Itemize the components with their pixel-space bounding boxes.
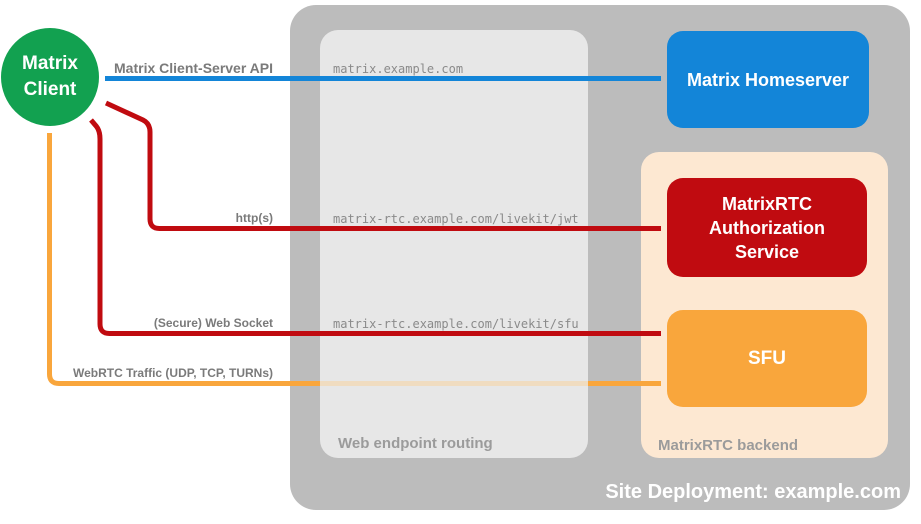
matrix-client-label-line2: Client xyxy=(23,79,77,100)
matrix-client-label-line1: Matrix xyxy=(22,53,78,74)
site-deployment-caption: Site Deployment: example.com xyxy=(605,481,901,503)
auth-label-line3: Service xyxy=(734,241,800,262)
matrix-homeserver-node: Matrix Homeserver xyxy=(667,31,869,128)
webrtc-arrow-label: WebRTC Traffic (UDP, TCP, TURNs) xyxy=(72,366,273,380)
matrix-client-node: Matrix Client xyxy=(1,28,99,126)
endpoint-livekit-jwt: matrix-rtc.example.com/livekit/jwt xyxy=(333,212,579,226)
auth-label-line1: MatrixRTC xyxy=(721,193,812,214)
web-endpoint-routing-container xyxy=(320,30,588,458)
web-endpoint-routing-caption: Web endpoint routing xyxy=(338,435,493,452)
websocket-arrow-label: (Secure) Web Socket xyxy=(153,316,273,330)
webrtc-arrow-client-segment xyxy=(47,133,320,386)
endpoint-livekit-sfu: matrix-rtc.example.com/livekit/sfu xyxy=(333,317,579,331)
client-server-api-arrow-label: Matrix Client-Server API xyxy=(114,60,273,76)
sfu-label: SFU xyxy=(748,347,786,369)
https-arrow-label: http(s) xyxy=(235,211,273,225)
endpoint-matrix-example-com: matrix.example.com xyxy=(333,62,464,76)
auth-label-line2: Authorization xyxy=(709,217,825,238)
matrixrtc-authorization-service-node: MatrixRTC Authorization Service xyxy=(667,178,867,277)
matrix-homeserver-label: Matrix Homeserver xyxy=(686,69,850,90)
matrixrtc-backend-caption: MatrixRTC backend xyxy=(658,437,799,454)
sfu-node: SFU xyxy=(667,310,867,407)
